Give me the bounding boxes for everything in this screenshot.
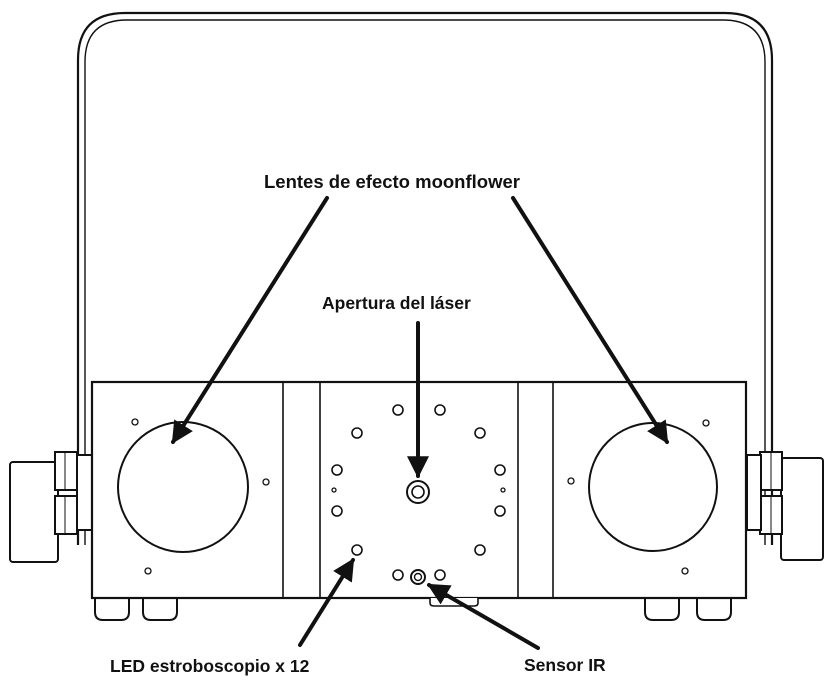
panel-dividers xyxy=(282,382,554,598)
label-ir-sensor: Sensor IR xyxy=(524,655,606,675)
label-strobe-leds: LED estroboscopio x 12 xyxy=(110,656,310,676)
strobe-led xyxy=(474,544,486,556)
strobe-led xyxy=(434,569,446,581)
ir-sensor xyxy=(410,569,426,585)
arrow-left-lens xyxy=(171,196,329,444)
strobe-led xyxy=(474,427,486,439)
left-lens xyxy=(117,421,249,553)
strobe-led xyxy=(494,464,506,476)
arrow-ir-sensor xyxy=(427,583,540,650)
callout-arrows xyxy=(171,196,669,650)
strobe-led xyxy=(351,544,363,556)
arrow-right-lens xyxy=(511,196,669,444)
moonflower-lenses xyxy=(117,421,718,553)
screws xyxy=(131,418,710,575)
laser-aperture xyxy=(406,480,430,504)
strobe-led xyxy=(392,404,404,416)
label-moonflower-lenses: Lentes de efecto moonflower xyxy=(264,171,520,192)
strobe-led xyxy=(331,505,343,517)
mounting-bracket xyxy=(76,11,774,545)
arrow-strobe-led xyxy=(298,558,355,647)
strobe-led xyxy=(351,427,363,439)
right-lens xyxy=(588,422,718,552)
strobe-leds xyxy=(331,404,506,581)
strobe-led xyxy=(392,569,404,581)
strobe-led xyxy=(434,404,446,416)
right-knob xyxy=(746,451,824,561)
strobe-led xyxy=(494,505,506,517)
strobe-led xyxy=(331,464,343,476)
label-laser-aperture: Apertura del láser xyxy=(322,293,471,313)
left-knob xyxy=(9,451,93,563)
feet xyxy=(94,598,732,621)
